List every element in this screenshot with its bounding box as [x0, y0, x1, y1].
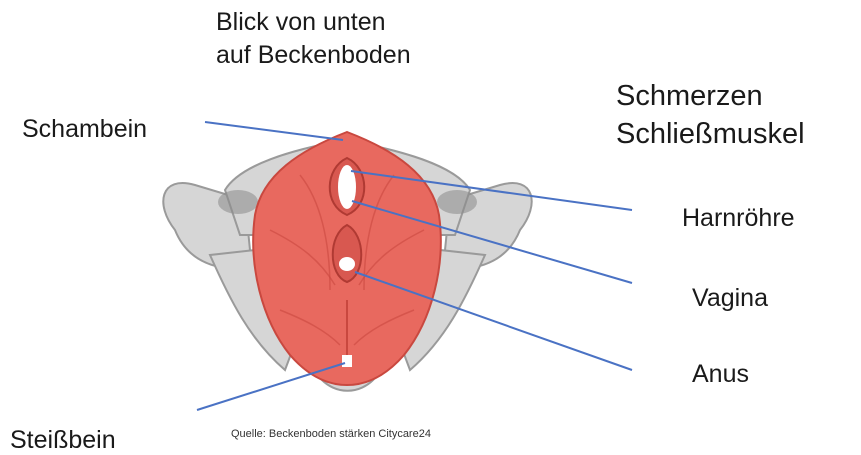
title-line-1: Schmerzen: [616, 77, 805, 115]
diagram-header: Blick von unten auf Beckenboden: [216, 6, 411, 72]
header-line-1: Blick von unten: [216, 6, 411, 39]
pointer-coccyx: [197, 363, 345, 410]
pointer-pubis: [205, 122, 343, 140]
label-urethra: Harnröhre: [682, 203, 795, 233]
label-coccyx: Steißbein: [10, 425, 116, 455]
title-line-2: Schließmuskel: [616, 115, 805, 153]
diagram-title: Schmerzen Schließmuskel: [616, 77, 805, 153]
label-pubis: Schambein: [22, 114, 147, 144]
header-line-2: auf Beckenboden: [216, 39, 411, 72]
source-credit: Quelle: Beckenboden stärken Citycare24: [231, 428, 431, 440]
anus-opening: [339, 257, 355, 271]
label-vagina: Vagina: [692, 283, 768, 313]
label-anus: Anus: [692, 359, 749, 389]
